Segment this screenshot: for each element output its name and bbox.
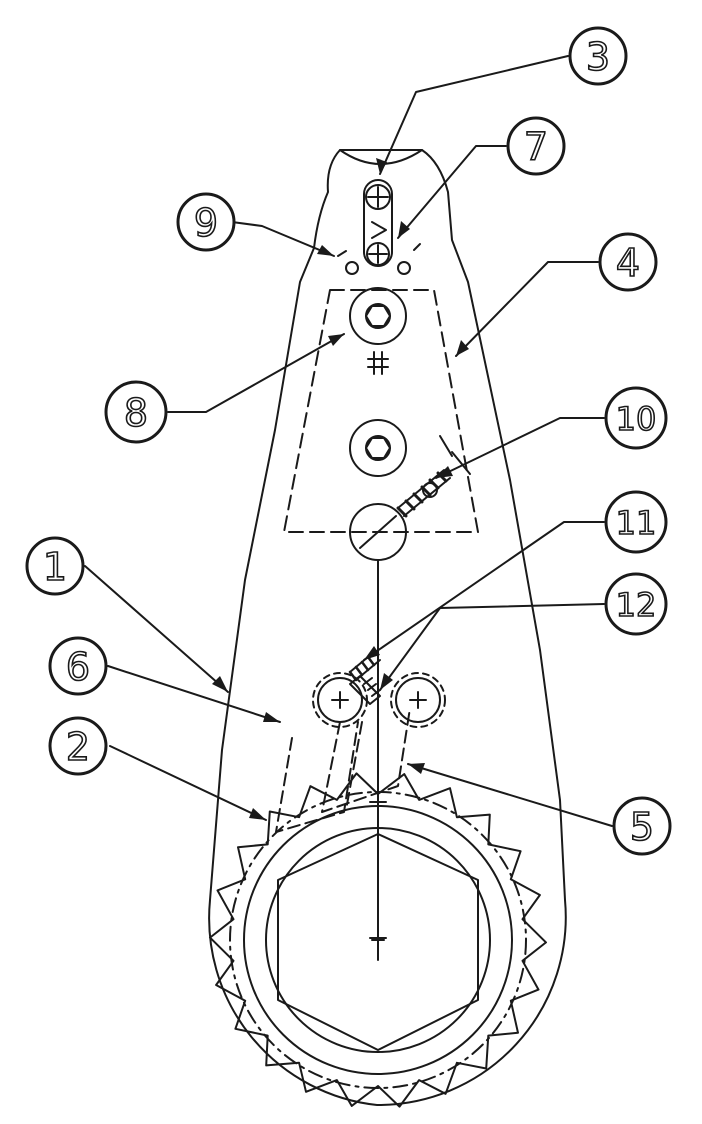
top-pin-upper xyxy=(365,184,391,210)
middle-bolt-inner xyxy=(365,435,391,461)
callout-label-5: 5 xyxy=(630,805,654,849)
leader-8 xyxy=(167,333,345,413)
arrowhead-10 xyxy=(436,466,453,478)
arm-body-outline xyxy=(208,149,567,1107)
callout-10: 10 xyxy=(604,386,668,450)
callout-label-2: 2 xyxy=(66,725,90,769)
pawl-center xyxy=(345,721,363,811)
arrowhead-9 xyxy=(317,245,334,256)
leader-11 xyxy=(363,521,605,661)
leader-lines xyxy=(84,55,613,827)
callout-6: 6 xyxy=(48,636,108,696)
callout-circle-3 xyxy=(568,26,628,86)
callout-9: 9 xyxy=(176,192,236,252)
callout-circle-4 xyxy=(598,232,658,292)
leader-1 xyxy=(84,565,229,693)
roller-left-dash xyxy=(312,672,368,728)
callout-label-12: 12 xyxy=(616,586,657,624)
callout-circle-6 xyxy=(48,636,108,696)
ratchet-gear-teeth xyxy=(209,772,547,1108)
callout-3: 3 xyxy=(568,26,628,86)
callout-5: 5 xyxy=(612,796,672,856)
callout-label-11: 11 xyxy=(616,504,657,542)
pin-left xyxy=(345,261,359,275)
upper-bolt-inner xyxy=(365,303,391,329)
roller-right xyxy=(395,677,441,723)
callout-label-6: 6 xyxy=(66,645,90,689)
middle-bolt-hex xyxy=(365,437,391,459)
callout-11: 11 xyxy=(604,490,668,554)
callout-circle-1 xyxy=(25,536,85,596)
callout-label-1: 1 xyxy=(43,545,67,589)
callout-12: 12 xyxy=(604,572,668,636)
callout-label-10: 10 xyxy=(616,400,657,438)
leader-6 xyxy=(107,665,281,723)
callout-circle-5 xyxy=(612,796,672,856)
callout-4: 4 xyxy=(598,232,658,292)
top-pin-lower xyxy=(366,242,390,266)
pawl-left xyxy=(275,721,359,833)
callout-label-3: 3 xyxy=(586,35,610,79)
callout-label-7: 7 xyxy=(524,125,548,169)
middle-bolt-outer xyxy=(349,419,407,477)
callout-circle-11 xyxy=(604,490,668,554)
leader-12 xyxy=(379,603,605,691)
arrowhead-4 xyxy=(456,340,469,356)
callout-circle-10 xyxy=(604,386,668,450)
leader-3 xyxy=(379,55,569,175)
arrowheads xyxy=(212,158,469,820)
upper-bolt-outer xyxy=(349,287,407,345)
callout-circle-7 xyxy=(506,116,566,176)
arrowhead-5 xyxy=(408,763,425,774)
callout-1: 1 xyxy=(25,536,85,596)
lever-dashed-outline xyxy=(283,289,479,533)
spring-10 xyxy=(396,435,471,518)
leader-7 xyxy=(397,145,507,239)
callout-circle-2 xyxy=(48,716,108,776)
callout-circle-12 xyxy=(604,572,668,636)
gear-pitch-circle xyxy=(229,791,527,1089)
callout-8: 8 xyxy=(104,380,168,444)
pin-right xyxy=(397,261,411,275)
callout-label-4: 4 xyxy=(616,241,640,285)
callout-label-9: 9 xyxy=(194,201,218,245)
leader-2 xyxy=(109,745,267,821)
leader-9 xyxy=(231,221,335,257)
hex-socket xyxy=(277,833,479,1051)
arrowhead-3 xyxy=(376,158,387,174)
roller-right-dash xyxy=(390,672,446,728)
arrowhead-12 xyxy=(380,673,393,690)
arrowhead-6 xyxy=(263,712,280,722)
slot-spring xyxy=(371,221,387,239)
pin-left-mark xyxy=(337,250,347,257)
arrowhead-1 xyxy=(212,676,228,692)
pawl-right xyxy=(321,707,411,813)
callout-2: 2 xyxy=(48,716,108,776)
arrowhead-7 xyxy=(398,221,410,238)
upper-bolt-hex xyxy=(365,305,391,327)
callout-label-8: 8 xyxy=(124,391,148,435)
arrowhead-11 xyxy=(364,646,380,660)
socket-ring-inner xyxy=(265,827,491,1053)
arrowhead-8 xyxy=(328,334,344,346)
boss-diagonal xyxy=(359,515,397,549)
leader-10 xyxy=(435,417,605,479)
callout-circle-8 xyxy=(104,380,168,444)
leader-4 xyxy=(455,261,599,357)
arrowhead-2 xyxy=(249,808,266,820)
leader-5 xyxy=(407,763,613,827)
socket-ring-outer xyxy=(243,805,513,1075)
pin-right-mark xyxy=(413,243,421,251)
callout-circle-9 xyxy=(176,192,236,252)
callout-7: 7 xyxy=(506,116,566,176)
